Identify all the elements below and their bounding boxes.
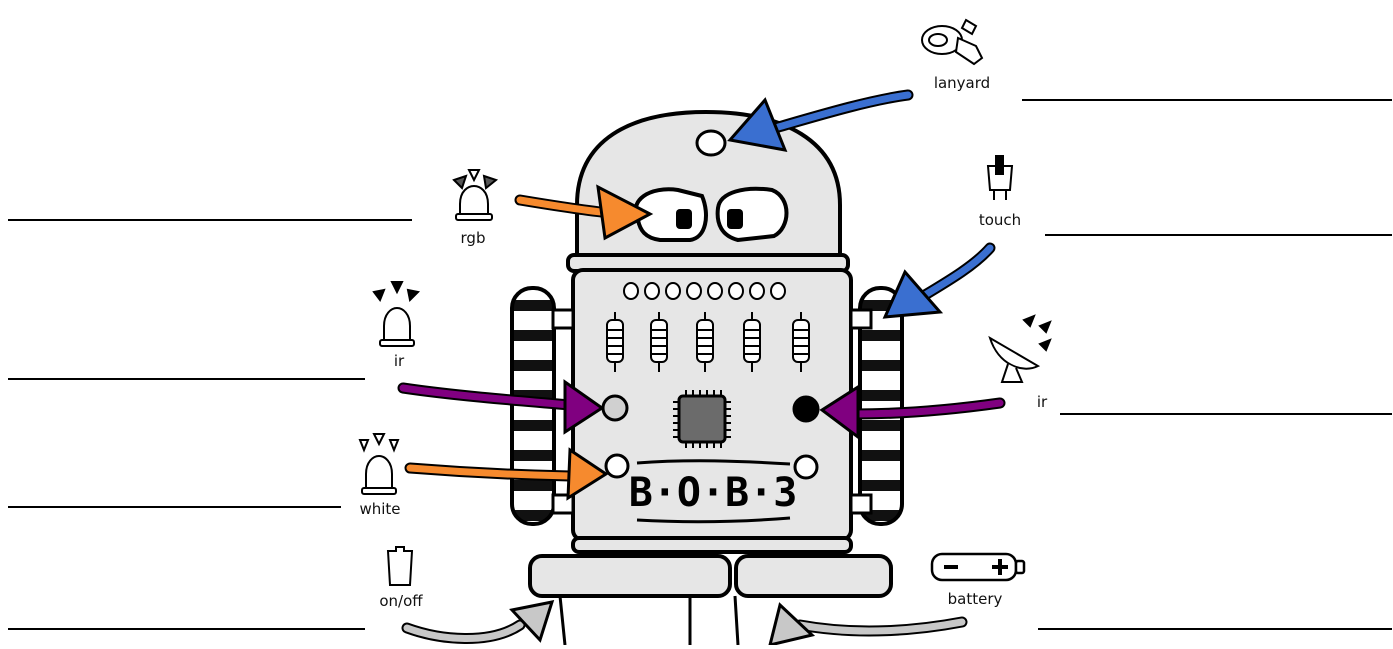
switch-icon xyxy=(386,546,414,586)
answer-blank-lanyard[interactable] xyxy=(1022,99,1392,101)
answer-blank-white[interactable] xyxy=(8,506,341,508)
answer-blank-rgb[interactable] xyxy=(8,219,412,221)
rgb-arrow xyxy=(514,184,654,241)
rgb-label: rgb xyxy=(460,229,486,247)
on-off-arrow xyxy=(401,600,555,644)
answer-blank-on-off[interactable] xyxy=(8,628,365,630)
answer-blank-battery[interactable] xyxy=(1038,628,1392,630)
battery-arrow xyxy=(767,602,968,648)
white-led-left xyxy=(604,453,630,479)
white-led-right xyxy=(793,454,819,480)
battery-label: battery xyxy=(947,590,1003,608)
robot-name-plate: B·O·B·3 xyxy=(629,470,798,516)
led-row xyxy=(623,282,786,300)
microcontroller-chip xyxy=(673,390,731,448)
right-wheel xyxy=(858,286,904,526)
left-foot xyxy=(528,554,732,598)
lanyard-hole xyxy=(695,129,727,157)
robot-eyes xyxy=(633,186,789,243)
ir-left-arrow xyxy=(397,379,605,435)
white-led-icon xyxy=(358,433,400,495)
touch-arrow xyxy=(882,242,996,319)
ir-led-icon xyxy=(372,281,421,347)
ir-left-label: ir xyxy=(393,352,405,370)
answer-blank-ir-left[interactable] xyxy=(8,378,365,380)
ir-receiver-icon xyxy=(988,314,1052,383)
white-arrow xyxy=(404,447,609,501)
answer-blank-ir-right[interactable] xyxy=(1060,413,1392,415)
ir-led-left xyxy=(601,394,629,422)
lanyard-arrow xyxy=(727,89,914,152)
right-foot xyxy=(734,554,893,598)
ir-right-label: ir xyxy=(1036,393,1048,411)
white-label: white xyxy=(359,500,401,518)
ir-right-arrow xyxy=(819,384,1006,440)
rgb-led-icon xyxy=(452,169,499,221)
touch-sensor-icon xyxy=(986,155,1014,200)
touch-label: touch xyxy=(978,211,1022,229)
on-off-label: on/off xyxy=(379,592,423,610)
resistors xyxy=(606,312,810,372)
answer-blank-touch[interactable] xyxy=(1045,234,1392,236)
lanyard-icon xyxy=(921,18,984,66)
battery-icon xyxy=(930,552,1026,582)
lower-band xyxy=(571,536,853,554)
ir-receiver-right xyxy=(792,395,820,423)
lanyard-label: lanyard xyxy=(933,74,991,92)
